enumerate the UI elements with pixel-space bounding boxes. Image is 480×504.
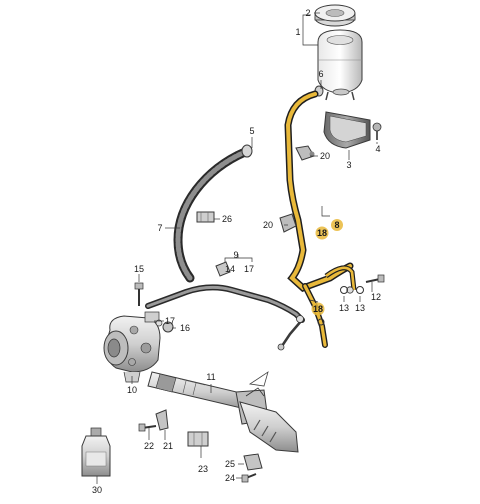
reservoir-bracket — [323, 111, 382, 149]
label-part-26: 26 — [222, 214, 232, 224]
label-part-8: 8 — [334, 220, 339, 230]
label-part-1: 1 — [295, 27, 300, 37]
bolt-12 — [365, 274, 385, 283]
clamp-23 — [187, 431, 209, 447]
label-part-11: 11 — [206, 372, 215, 382]
label-part-2: 2 — [305, 8, 310, 18]
bolt-22 — [138, 423, 157, 432]
power-steering-pump — [103, 311, 161, 383]
banjo-fitting — [155, 319, 174, 333]
label-part-17-upper: 17 — [244, 264, 254, 274]
label-part-9: 9 — [233, 250, 238, 260]
label-part-13-right: 13 — [355, 303, 365, 313]
label-part-4: 4 — [375, 144, 380, 154]
label-part-18-lower: 18 — [313, 304, 323, 314]
badge-part-18-upper — [315, 226, 329, 240]
label-part-13-left: 13 — [339, 303, 349, 313]
label-part-14: 14 — [225, 264, 235, 274]
label-part-30: 30 — [92, 485, 102, 495]
label-part-22: 22 — [144, 441, 154, 451]
label-part-20-upper: 20 — [320, 151, 330, 161]
hose-clip-20-lower — [279, 213, 297, 233]
fluid-reservoir — [317, 29, 363, 101]
label-part-15: 15 — [134, 264, 144, 274]
label-part-12: 12 — [371, 292, 381, 302]
fluid-bottle — [81, 427, 111, 477]
steering-rack — [147, 371, 299, 453]
highlighted-return-hose — [284, 90, 357, 348]
label-part-7: 7 — [157, 223, 162, 233]
bracket-21 — [155, 409, 169, 431]
label-part-23: 23 — [198, 464, 208, 474]
label-part-17-lower: 17 — [165, 316, 175, 326]
part-labels: 2 1 6 3 4 5 20 8 18 20 7 26 9 14 17 15 1… — [92, 8, 381, 495]
suction-hose — [173, 144, 253, 283]
label-part-16: 16 — [180, 323, 190, 333]
bolt-24 — [241, 473, 257, 483]
bracket-25 — [243, 453, 263, 471]
hose-clip-20-upper — [295, 145, 315, 161]
label-part-24: 24 — [225, 473, 235, 483]
label-part-20-lower: 20 — [263, 220, 273, 230]
label-part-25: 25 — [225, 459, 235, 469]
seal-ring-18-lower — [317, 318, 325, 326]
label-part-3: 3 — [346, 160, 351, 170]
seal-ring-13 — [340, 286, 364, 294]
retaining-clip-26 — [196, 211, 215, 223]
pump-bolt — [134, 282, 144, 306]
label-part-10: 10 — [127, 385, 137, 395]
label-part-6: 6 — [318, 69, 323, 79]
label-part-5: 5 — [249, 126, 254, 136]
reservoir-cap — [314, 4, 356, 27]
label-part-21: 21 — [163, 441, 173, 451]
badge-part-8 — [331, 219, 343, 231]
rack-line-connector — [248, 371, 269, 387]
hose-clip-14 — [215, 261, 231, 277]
badge-part-18-lower — [311, 302, 325, 316]
label-part-18-upper: 18 — [317, 228, 327, 238]
pressure-line — [145, 284, 305, 351]
highlight-badges — [311, 219, 343, 316]
leader-lines — [96, 12, 378, 484]
